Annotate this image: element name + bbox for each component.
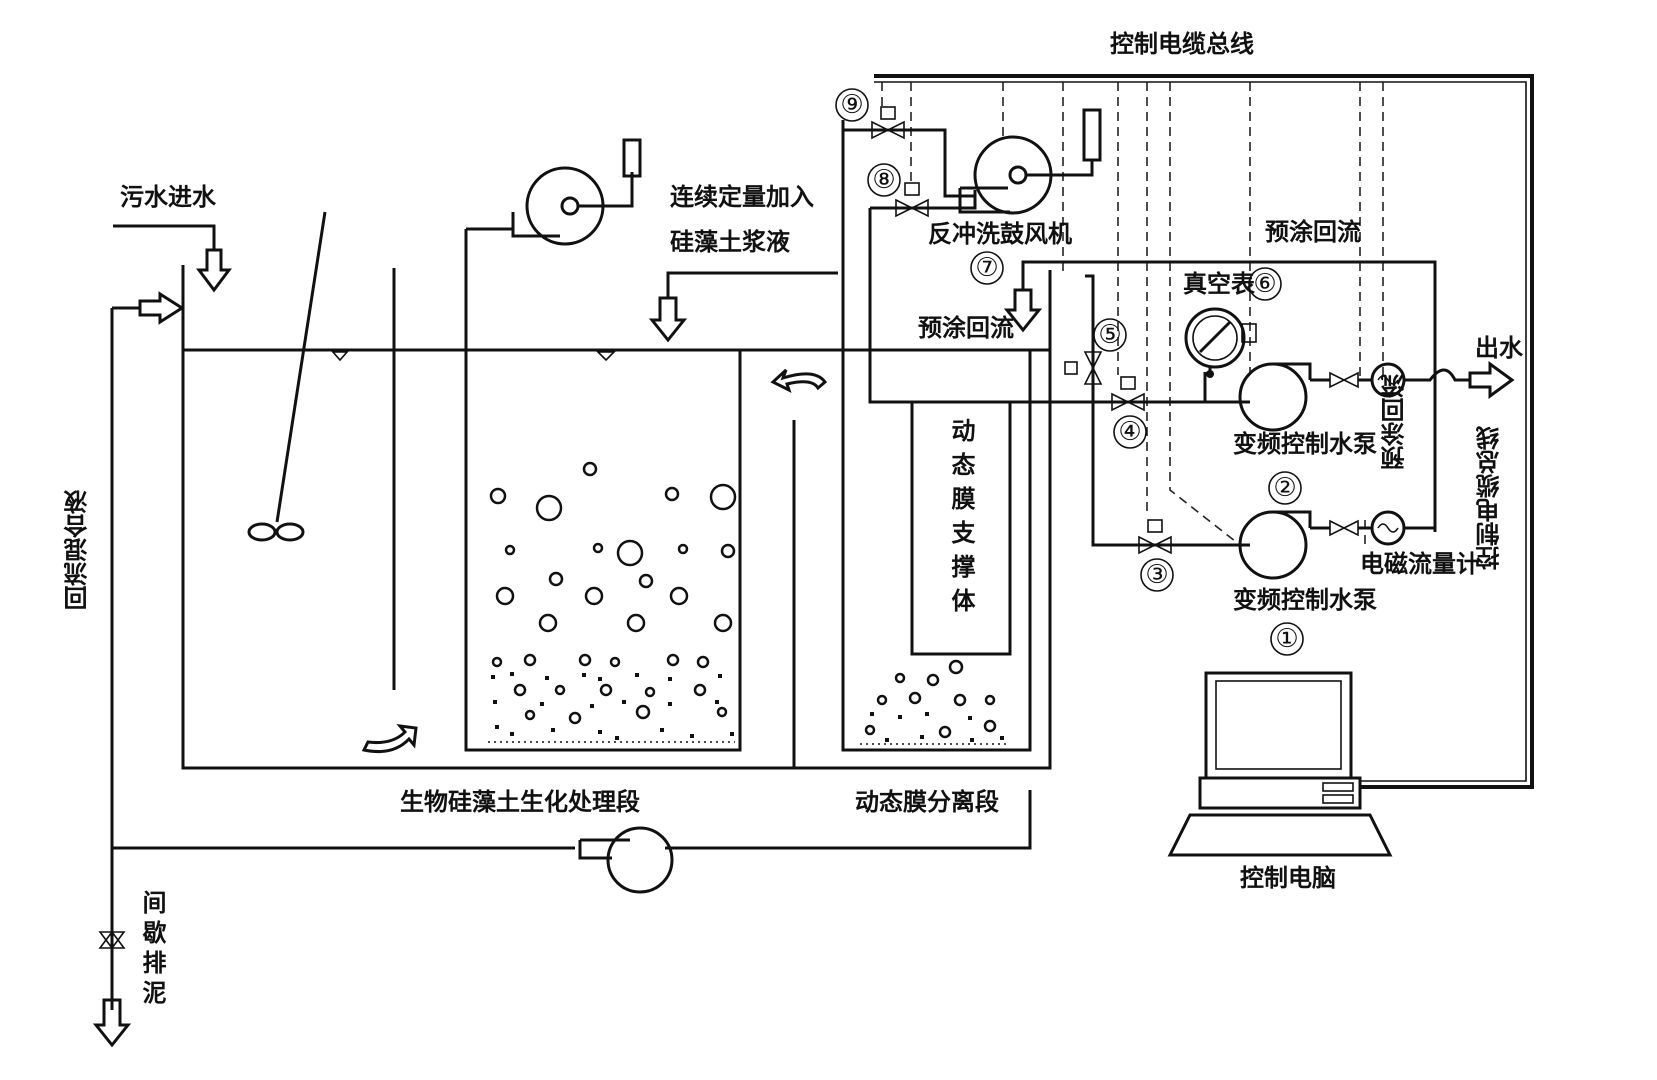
mixer-agitator <box>247 211 327 542</box>
marker-4: ④ <box>1118 417 1141 447</box>
control-signal-lines <box>881 82 1384 546</box>
valve-9 <box>871 106 905 140</box>
control-bus-side-label: 控制电缆总线 <box>1476 425 1504 571</box>
sewage-inlet-pipe <box>113 224 232 293</box>
pump-2 <box>1238 362 1470 432</box>
diatomite-dosing-pipe <box>648 271 838 343</box>
control-bus-top-label: 控制电缆总线 <box>1110 30 1254 58</box>
membrane-section-label: 动态膜分离段 <box>855 788 999 816</box>
sewage-inlet-label: 污水进水 <box>120 183 217 211</box>
outlet-label: 出水 <box>1475 334 1524 362</box>
diatomite-line2: 硅藻土浆液 <box>670 228 790 256</box>
valve-8 <box>895 182 929 218</box>
diatomite-particles-membrane <box>860 672 1010 745</box>
vacuum-gauge-label: 真空表 <box>1183 270 1256 298</box>
flowmeter-label: 电磁流量计 <box>1360 550 1480 578</box>
return-mixture-pipe <box>110 291 1032 1010</box>
marker-9: ⑨ <box>840 90 863 120</box>
membrane-support-label: 动态膜支撑体 <box>947 418 976 622</box>
valve-3 <box>1138 519 1172 555</box>
bio-treatment-tank <box>181 120 1052 770</box>
diatomite-line1: 连续定量加入 <box>670 183 814 211</box>
bio-section-label: 生物硅藻土生化处理段 <box>400 788 640 816</box>
precoat-return-left-label: 预涂回流 <box>918 314 1014 342</box>
aeration-bubbles <box>489 461 964 675</box>
valve-5 <box>1064 351 1103 385</box>
flow-arrow-bottom <box>361 724 418 754</box>
numbered-markers <box>835 88 1304 656</box>
marker-2: ② <box>1273 473 1296 503</box>
valve-4 <box>1111 376 1145 412</box>
precoat-return-pipe <box>1003 260 1437 532</box>
marker-8: ⑧ <box>872 165 895 195</box>
pump-1-label: 变频控制水泵 <box>1233 586 1377 614</box>
backwash-blower-label: 反冲洗鼓风机 <box>928 220 1072 248</box>
pump-1 <box>1238 510 1435 580</box>
control-pc-label: 控制电脑 <box>1240 864 1336 892</box>
aeration-blower <box>466 138 642 246</box>
marker-6: ⑥ <box>1253 269 1276 299</box>
vacuum-gauge <box>1184 307 1257 378</box>
marker-1: ① <box>1275 624 1298 654</box>
control-computer <box>1167 671 1393 857</box>
precoat-return-right-label: 预涂回流 <box>1381 374 1409 470</box>
diatomite-particles-bio <box>488 653 735 743</box>
precoat-return-top-label: 预涂回流 <box>1265 218 1361 246</box>
outlet-arrow <box>1468 361 1515 399</box>
return-pump <box>578 826 674 894</box>
control-cable-bus <box>874 74 1534 789</box>
flow-arrow-top <box>770 368 828 393</box>
marker-7: ⑦ <box>975 253 998 283</box>
return-mixture-label: 回流混合液 <box>64 489 92 610</box>
marker-3: ③ <box>1145 560 1168 590</box>
discharge-valve <box>92 930 132 1048</box>
discharge-label: 间歇排泥 <box>138 890 167 1010</box>
pump-2-label: 变频控制水泵 <box>1233 430 1377 458</box>
marker-5: ⑤ <box>1098 320 1121 350</box>
backwash-blower <box>958 108 1102 215</box>
